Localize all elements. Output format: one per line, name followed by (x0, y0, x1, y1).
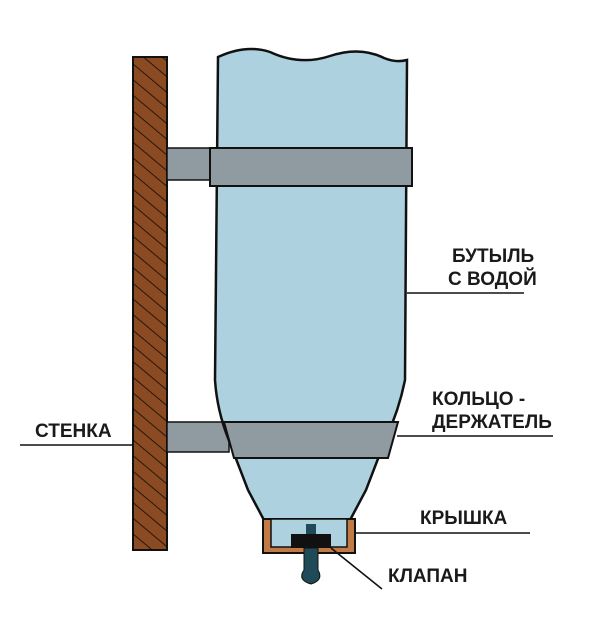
ring-label-line2: ДЕРЖАТЕЛЬ (432, 412, 552, 433)
bottle-label-line2: С ВОДОЙ (448, 268, 537, 290)
bottle-label-line1: БУТЫЛЬ (452, 246, 534, 267)
wall-label: СТЕНКА (35, 421, 112, 442)
ring-label-line1: КОЛЬЦО - (432, 389, 525, 410)
valve (291, 524, 331, 585)
valve-label: КЛАПАН (388, 566, 468, 587)
cap-label: КРЫШКА (420, 508, 508, 529)
lower-bracket (166, 421, 230, 453)
holder-ring (222, 421, 400, 459)
upper-bracket (166, 147, 218, 181)
wall (132, 56, 168, 551)
upper-strap (209, 147, 413, 187)
valve-pointer (330, 547, 383, 590)
